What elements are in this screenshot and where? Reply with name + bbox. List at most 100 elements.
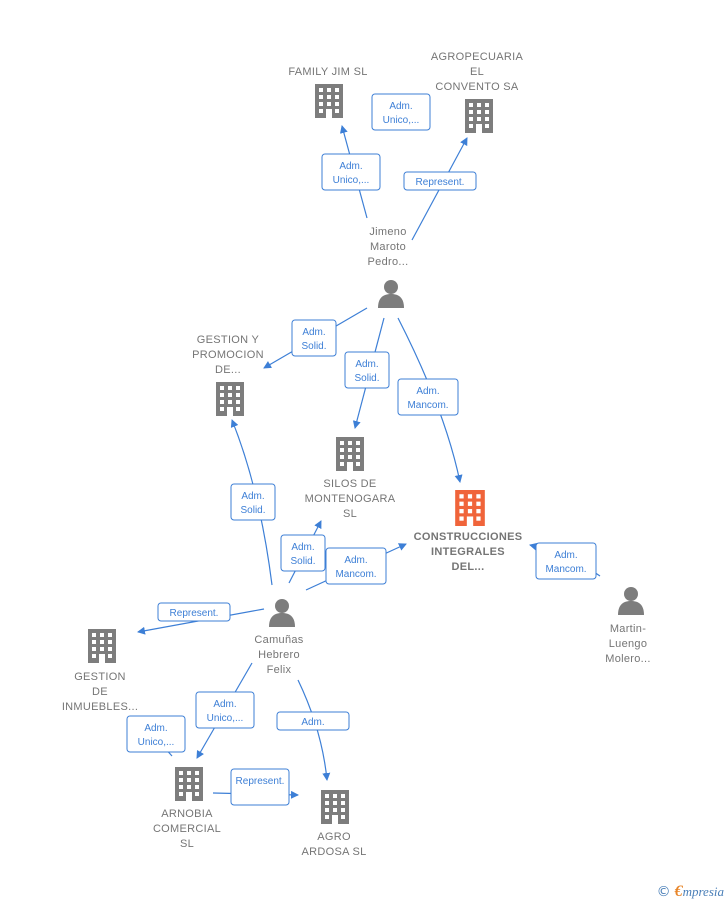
node-label: AGROPECUARIA: [431, 51, 524, 63]
building-icon: [216, 382, 244, 416]
edge-label[interactable]: Adm. Solid.: [280, 534, 326, 572]
edge-label[interactable]: Represent.: [230, 768, 290, 806]
node-label: SILOS DE: [323, 478, 376, 490]
building-icon: [336, 437, 364, 471]
node-label: EL: [470, 66, 484, 78]
brand-footer: © € mpresia: [657, 883, 724, 901]
person-icon: [618, 587, 644, 615]
edge-label[interactable]: Adm. Mancom.: [325, 547, 387, 585]
node-label: DE...: [215, 364, 241, 376]
node-label: PROMOCION: [192, 349, 264, 361]
node-label: SL: [180, 838, 194, 850]
edge-label[interactable]: Adm. Mancom.: [535, 542, 597, 580]
edge-label[interactable]: Adm.: [276, 711, 350, 731]
node-label: SL: [343, 508, 357, 520]
node-label: GESTION: [74, 671, 126, 683]
edge-label[interactable]: Represent.: [157, 602, 231, 622]
edge-label[interactable]: Adm. Unico,...: [321, 153, 381, 191]
edge-labels: Adm. Unico,... Adm. Unico,... Represent. A…: [126, 93, 597, 806]
nodes: FAMILY JIM SL AGROPECUARIA EL CONVENTO S…: [62, 51, 651, 858]
edge-label-line: Adm.: [554, 550, 577, 561]
edge-label[interactable]: Adm. Unico,...: [126, 715, 186, 753]
company-node-agropecuaria[interactable]: AGROPECUARIA EL CONVENTO SA: [431, 51, 524, 133]
edge-label-line: Adm.: [144, 723, 167, 734]
edge-label-line: Represent.: [170, 608, 219, 619]
node-label: Jimeno: [369, 226, 406, 238]
edge-label-line: Unico,...: [333, 175, 370, 186]
edge-label-line: Adm.: [301, 717, 324, 728]
copyright-icon: ©: [656, 884, 671, 900]
edge-label-line: Solid.: [290, 556, 315, 567]
node-label: INMUEBLES...: [62, 701, 138, 713]
company-node-arnobia[interactable]: ARNOBIA COMERCIAL SL: [153, 767, 221, 850]
building-icon: [315, 84, 343, 118]
edge-label-line: Adm.: [389, 101, 412, 112]
edge-label[interactable]: Adm. Solid.: [344, 351, 390, 389]
edge-label-line: Mancom.: [545, 564, 586, 575]
node-label: COMERCIAL: [153, 823, 221, 835]
person-icon: [378, 280, 404, 308]
edge-label-line: Adm.: [213, 699, 236, 710]
building-icon: [88, 629, 116, 663]
edge-label-line: Unico,...: [383, 115, 420, 126]
node-label: GESTION Y: [197, 334, 260, 346]
person-node-camunas[interactable]: Camuñas Hebrero Felix: [254, 599, 303, 676]
edge-label[interactable]: Adm. Mancom.: [397, 378, 459, 416]
edge-label-line: Represent.: [416, 177, 465, 188]
edge-label[interactable]: Adm. Solid.: [291, 319, 337, 357]
node-label: Camuñas: [254, 634, 303, 646]
node-label: Felix: [267, 664, 292, 676]
edge-label-line: Adm.: [291, 542, 314, 553]
building-icon: [455, 490, 485, 526]
edge-label-line: Adm.: [355, 359, 378, 370]
edge-label[interactable]: Adm. Solid.: [230, 483, 276, 521]
edge-label-line: Adm.: [416, 386, 439, 397]
node-label: CONVENTO SA: [435, 81, 519, 93]
edge-label-line: Unico,...: [207, 713, 244, 724]
node-label: MONTENOGARA: [305, 493, 396, 505]
edges: [135, 103, 601, 799]
company-node-silos[interactable]: SILOS DE MONTENOGARA SL: [305, 437, 396, 520]
person-node-jimeno[interactable]: Jimeno Maroto Pedro...: [368, 226, 409, 308]
edge-label-line: Adm.: [339, 161, 362, 172]
edge-label-line: Adm.: [302, 327, 325, 338]
node-label: Maroto: [370, 241, 406, 253]
company-node-gestion-inmuebles[interactable]: GESTION DE INMUEBLES...: [62, 629, 138, 713]
node-label: AGRO: [317, 831, 351, 843]
company-node-agro-ardosa[interactable]: AGRO ARDOSA SL: [301, 790, 366, 858]
edge-label-line: Solid.: [240, 505, 265, 516]
brand-logo-e: €: [674, 883, 683, 900]
building-icon: [175, 767, 203, 801]
node-label: Martin-: [610, 623, 646, 635]
company-node-construcciones[interactable]: CONSTRUCCIONES INTEGRALES DEL...: [414, 490, 523, 573]
building-icon: [465, 99, 493, 133]
person-node-martin[interactable]: Martin- Luengo Molero...: [605, 587, 651, 665]
edge-label-line: Solid.: [301, 341, 326, 352]
edge-label-line: Adm.: [344, 555, 367, 566]
node-label: INTEGRALES: [431, 546, 505, 558]
node-label: ARNOBIA: [161, 808, 213, 820]
node-label: DEL...: [452, 561, 485, 573]
edge-label[interactable]: Represent.: [403, 171, 477, 191]
node-label: Hebrero: [258, 649, 300, 661]
node-label: CONSTRUCCIONES: [414, 531, 523, 543]
edge-label-line: Solid.: [354, 373, 379, 384]
edge-label[interactable]: Adm. Unico,...: [371, 93, 431, 131]
node-label: DE: [92, 686, 108, 698]
building-icon: [321, 790, 349, 824]
edge-label-line: Mancom.: [407, 400, 448, 411]
company-node-gestion-promocion[interactable]: GESTION Y PROMOCION DE...: [192, 334, 264, 416]
edge-label-line: Represent.: [236, 776, 285, 787]
node-label: ARDOSA SL: [301, 846, 366, 858]
company-node-family-jim[interactable]: FAMILY JIM SL: [288, 66, 367, 118]
edge-label-line: Mancom.: [335, 569, 376, 580]
node-label: Luengo: [609, 638, 648, 650]
node-label: Pedro...: [368, 256, 409, 268]
node-label: Molero...: [605, 653, 651, 665]
brand-logo-text: mpresia: [682, 884, 724, 899]
edge-label-line: Adm.: [241, 491, 264, 502]
edge-label-line: Unico,...: [138, 737, 175, 748]
person-icon: [269, 599, 295, 627]
edge-label[interactable]: Adm. Unico,...: [195, 691, 255, 729]
